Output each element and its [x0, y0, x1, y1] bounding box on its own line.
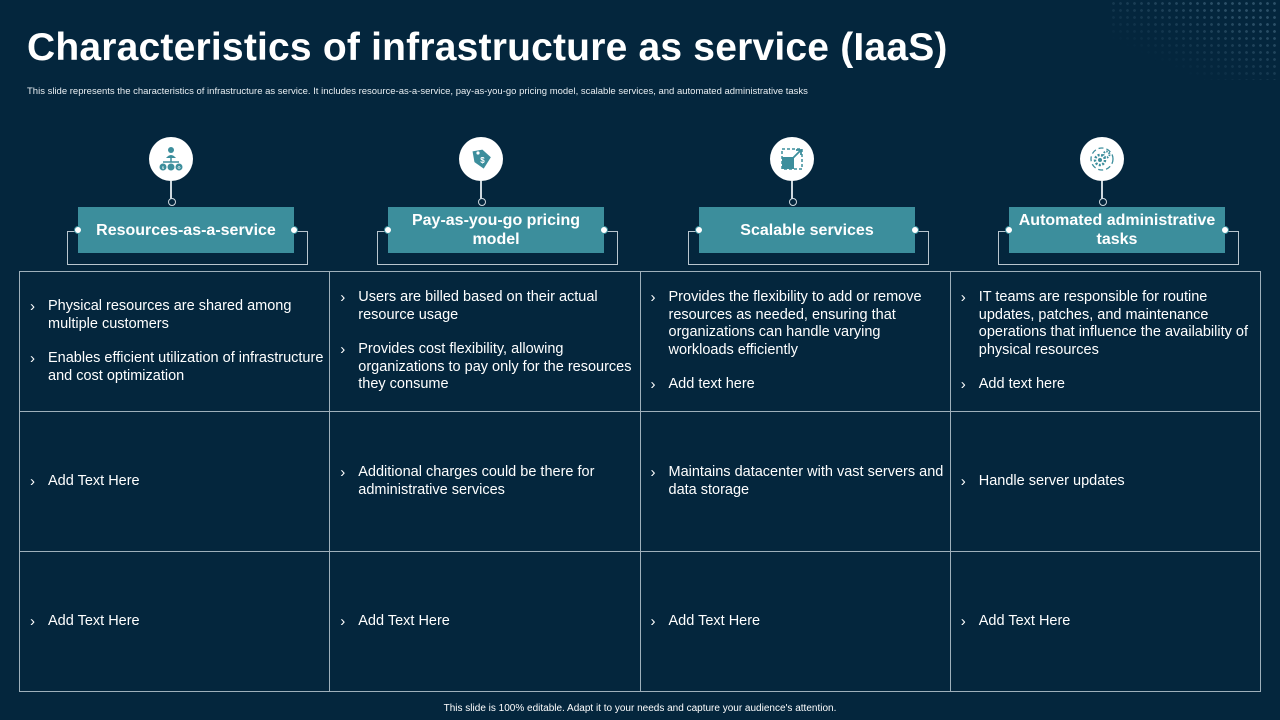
bracket-knob [911, 226, 919, 234]
bracket-knob [1221, 226, 1229, 234]
grid-cell: Physical resources are shared among mult… [18, 271, 331, 412]
bracket-knob [384, 226, 392, 234]
connector-dot [789, 198, 797, 206]
svg-text:$: $ [480, 156, 485, 165]
bullet-list: Add Text Here [649, 613, 948, 631]
bullet-item: Provides cost flexibility, allowing orga… [338, 341, 637, 394]
bullet-list: IT teams are responsible for routine upd… [959, 289, 1258, 394]
bullet-item: Add Text Here [338, 613, 637, 631]
bracket-knob [695, 226, 703, 234]
bullet-item: Maintains datacenter with vast servers a… [649, 464, 948, 499]
bullet-item: Enables efficient utilization of infrast… [28, 350, 327, 385]
column-heading: Resources-as-a-service [74, 207, 298, 253]
bullet-list: Add Text Here [959, 613, 1258, 631]
bullet-item: Additional charges could be there for ad… [338, 464, 637, 499]
connector-line [480, 181, 482, 205]
bullet-item: Add Text Here [649, 613, 948, 631]
bullet-item: Physical resources are shared among mult… [28, 298, 327, 333]
connector-dot [1099, 198, 1107, 206]
grid-cell: Add Text Here [329, 551, 641, 692]
scale-arrows-icon [770, 137, 814, 181]
bullet-item: Add Text Here [959, 613, 1258, 631]
bullet-list: Add Text Here [338, 613, 637, 631]
grid-row: Add Text Here Additional charges could b… [18, 411, 1262, 552]
bullet-item: Users are billed based on their actual r… [338, 289, 637, 324]
bracket-knob [290, 226, 298, 234]
connector-line [1101, 181, 1103, 205]
column-header-automated: Automated administrative tasks [995, 137, 1245, 269]
column-heading: Pay-as-you-go pricing model [384, 207, 608, 253]
column-heading-text: Resources-as-a-service [96, 221, 276, 239]
grid-cell: Handle server updates [949, 411, 1262, 552]
bracket-knob [74, 226, 82, 234]
column-header-scalable: Scalable services [685, 137, 935, 269]
svg-text:$: $ [162, 165, 165, 170]
connector-dot [168, 198, 176, 206]
bracket-knob [1005, 226, 1013, 234]
grid-cell: IT teams are responsible for routine upd… [949, 271, 1262, 412]
grid-cell: Add Text Here [18, 411, 331, 552]
bullet-item: IT teams are responsible for routine upd… [959, 289, 1258, 359]
bullet-list: Add Text Here [28, 473, 327, 491]
slide-footer: This slide is 100% editable. Adapt it to… [443, 703, 837, 714]
resource-network-icon: $ ⚙ [149, 137, 193, 181]
bullet-list: Physical resources are shared among mult… [28, 298, 327, 385]
dot-pattern-decoration [1110, 0, 1280, 80]
grid-cell: Add Text Here [18, 551, 331, 692]
grid-cell: Users are billed based on their actual r… [329, 271, 641, 412]
column-heading: Automated administrative tasks [1005, 207, 1229, 253]
grid-row: Physical resources are shared among mult… [18, 271, 1262, 412]
bullet-list: Maintains datacenter with vast servers a… [649, 464, 948, 499]
dollar-tag-icon: $ [459, 137, 503, 181]
bracket-knob [600, 226, 608, 234]
bullet-item: Add Text Here [28, 473, 327, 491]
grid-cell: Add Text Here [949, 551, 1262, 692]
connector-dot [478, 198, 486, 206]
bullet-item: Handle server updates [959, 473, 1258, 491]
automation-gears-icon [1080, 137, 1124, 181]
connector-line [170, 181, 172, 205]
bullet-list: Handle server updates [959, 473, 1258, 491]
grid-cell: Additional charges could be there for ad… [329, 411, 641, 552]
column-heading-text: Scalable services [740, 221, 874, 239]
column-heading: Scalable services [695, 207, 919, 253]
bullet-item: Add text here [959, 376, 1258, 394]
slide-title: Characteristics of infrastructure as ser… [27, 26, 948, 69]
svg-text:⚙: ⚙ [177, 165, 181, 170]
connector-line [791, 181, 793, 205]
column-header-payg: $ Pay-as-you-go pricing model [374, 137, 624, 269]
bullet-list: Provides the flexibility to add or remov… [649, 289, 948, 394]
grid-cell: Maintains datacenter with vast servers a… [639, 411, 951, 552]
bullet-list: Add Text Here [28, 613, 327, 631]
bullet-item: Add text here [649, 376, 948, 394]
bullet-item: Provides the flexibility to add or remov… [649, 289, 948, 359]
characteristics-grid: Physical resources are shared among mult… [18, 271, 1262, 692]
slide-subtitle: This slide represents the characteristic… [27, 86, 808, 97]
bullet-list: Additional charges could be there for ad… [338, 464, 637, 499]
column-header-resources: $ ⚙ Resources-as-a-service [64, 137, 314, 269]
grid-cell: Provides the flexibility to add or remov… [639, 271, 951, 412]
bullet-item: Add Text Here [28, 613, 327, 631]
bullet-list: Users are billed based on their actual r… [338, 289, 637, 394]
column-heading-text: Pay-as-you-go pricing model [411, 212, 581, 248]
column-heading-text: Automated administrative tasks [1018, 212, 1216, 248]
grid-cell: Add Text Here [639, 551, 951, 692]
grid-row: Add Text Here Add Text Here Add Text Her… [18, 551, 1262, 692]
